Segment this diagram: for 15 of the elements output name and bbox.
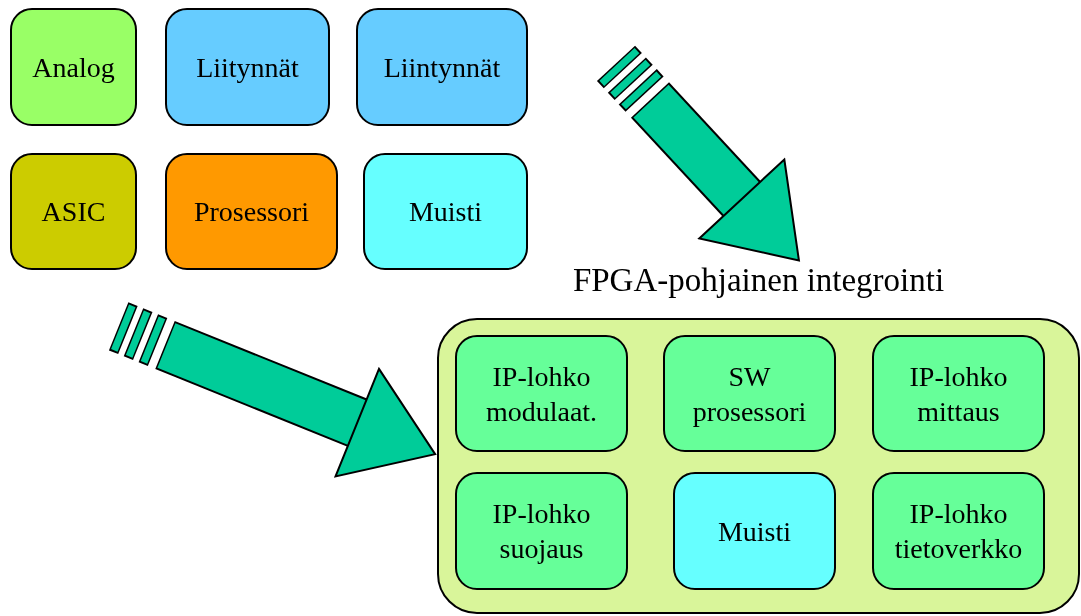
group-title: FPGA-pohjainen integrointi <box>571 262 946 299</box>
block-box: Muisti <box>673 472 836 590</box>
block-box: ASIC <box>10 153 137 270</box>
block-box: IP-lohko tietoverkko <box>872 472 1045 590</box>
block-box: IP-lohko modulaat. <box>455 335 628 452</box>
block-box: IP-lohko mittaus <box>872 335 1045 452</box>
block-box: Muisti <box>363 153 528 270</box>
block-box: Prosessori <box>165 153 338 270</box>
block-box: Analog <box>10 8 137 126</box>
block-arrow <box>596 45 800 262</box>
block-box: Liitynnät <box>165 8 330 126</box>
block-arrow <box>108 302 437 478</box>
block-box: Liintynnät <box>356 8 528 126</box>
block-box: SW prosessori <box>663 335 836 452</box>
block-box: IP-lohko suojaus <box>455 472 628 590</box>
